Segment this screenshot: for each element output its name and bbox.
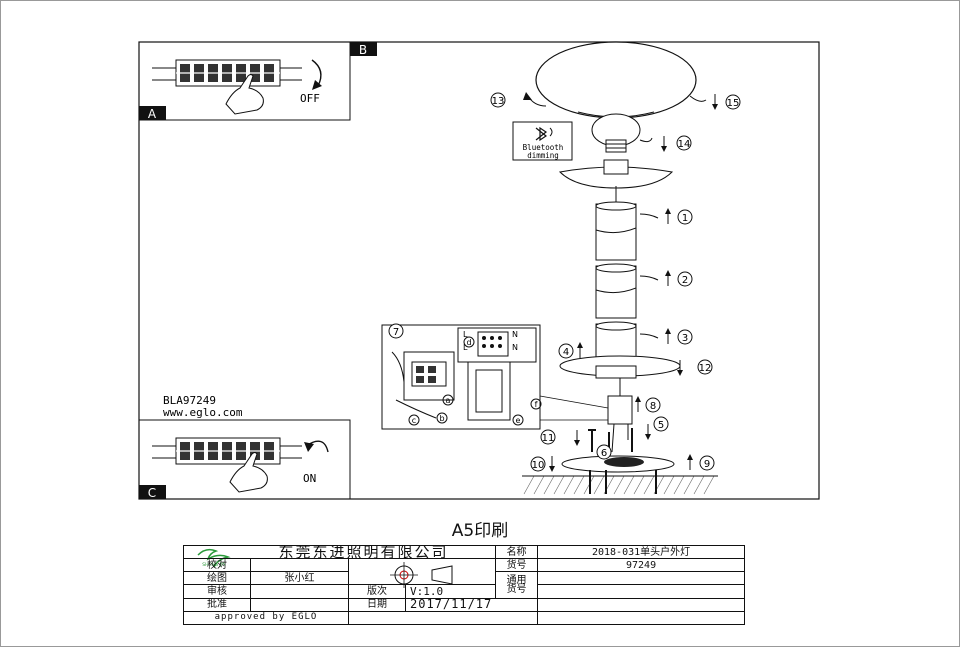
- rotate-arrow-icon: [311, 59, 322, 87]
- callout-9: 9: [699, 455, 715, 471]
- part-number: 97249: [537, 558, 746, 573]
- pole-segment-2: [595, 263, 637, 319]
- title-block: 东莞东进照明有限公司 名称 2018-031单头户外灯 校对 货号 97249 …: [182, 544, 746, 626]
- inset-letter-c: c: [412, 416, 416, 425]
- review-label: 审核: [183, 584, 251, 599]
- callout-15: 15: [725, 94, 741, 110]
- circuit-breaker-row-c: [175, 437, 281, 465]
- callout-13: 13: [490, 92, 506, 108]
- inset-letter-L2: L: [463, 343, 468, 352]
- panel-a: A OFF: [138, 41, 351, 121]
- hand-icon: [229, 452, 268, 493]
- callout-2: 2: [677, 271, 693, 287]
- website-text: www.eglo.com: [163, 406, 243, 419]
- print-size-title: A5印刷: [451, 521, 509, 541]
- panel-c-label: C: [148, 486, 156, 500]
- callout-1: 1: [677, 209, 693, 225]
- callout-8: 8: [645, 397, 661, 413]
- callout-3: 3: [677, 329, 693, 345]
- circuit-breaker-row-a: [175, 59, 281, 87]
- pole-segment-1: [595, 201, 637, 261]
- drawing-label: 绘图: [183, 571, 251, 586]
- callout-14: 14: [676, 135, 692, 151]
- rotate-arrow-icon: [527, 95, 547, 107]
- rotate-arrow-icon: [689, 95, 707, 102]
- anchor-bolts: [589, 470, 657, 494]
- svg-text:15: 15: [727, 98, 740, 109]
- svg-text:8: 8: [650, 401, 656, 412]
- globe-shade: [535, 41, 697, 119]
- svg-text:6: 6: [601, 448, 607, 459]
- svg-text:13: 13: [492, 96, 505, 107]
- company-name: 东莞东进照明有限公司: [182, 544, 497, 560]
- inset-letter-f: f: [535, 400, 538, 409]
- hand-icon: [225, 74, 264, 115]
- lamp-holder-plate: [558, 159, 674, 204]
- panel-a-label: A: [148, 107, 157, 121]
- inset-letter-a: a: [446, 396, 451, 405]
- model-code: BLA97249: [163, 394, 216, 407]
- bluetooth-dimming-box: Bluetooth dimming: [512, 121, 573, 161]
- panel-c: C ON: [138, 419, 351, 500]
- panel-b-label: B: [359, 43, 367, 57]
- callout-11: 11: [540, 429, 556, 445]
- version-value: V:1.0: [404, 584, 497, 599]
- drawer-name: 张小红: [250, 571, 349, 586]
- name-label: 名称: [495, 544, 539, 560]
- dimming-label: dimming: [527, 151, 559, 160]
- callout-6: 6: [596, 444, 612, 460]
- ground-hatch: [522, 474, 718, 496]
- rotate-arrow-icon: [639, 137, 653, 143]
- callout-12: 12: [697, 359, 713, 375]
- date-value: 2017/11/17: [404, 597, 539, 612]
- approved-by: approved by EGLO: [183, 610, 349, 626]
- svg-text:7: 7: [393, 327, 399, 338]
- bluetooth-label: Bluetooth: [523, 143, 564, 152]
- part-label: 货号: [495, 558, 539, 573]
- svg-text:2: 2: [682, 275, 688, 286]
- wiring-inset: [381, 324, 609, 430]
- inset-letter-N: N: [512, 330, 518, 339]
- base-plate: [559, 355, 681, 379]
- svg-text:1: 1: [682, 213, 688, 224]
- check-label: 校对: [183, 558, 251, 573]
- svg-text:10: 10: [532, 460, 545, 471]
- inset-letter-d: d: [466, 338, 471, 347]
- general-label: 通用: [506, 574, 527, 586]
- drawing-frame: [138, 41, 820, 500]
- date-label: 日期: [348, 597, 406, 612]
- bluetooth-icon: [535, 126, 548, 142]
- inset-letter-L: L: [463, 330, 468, 339]
- svg-text:4: 4: [563, 347, 569, 358]
- callout-10: 10: [530, 456, 546, 472]
- product-name: 2018-031单头户外灯: [537, 544, 746, 560]
- callout-5: 5: [653, 416, 669, 432]
- svg-text:5: 5: [658, 420, 664, 431]
- svg-text:12: 12: [699, 363, 712, 374]
- version-label: 版次: [348, 584, 406, 599]
- approve-label: 批准: [183, 597, 251, 612]
- callout-4: 4: [558, 343, 574, 359]
- svg-text:14: 14: [678, 139, 691, 150]
- off-label: OFF: [300, 92, 320, 105]
- svg-text:3: 3: [682, 333, 688, 344]
- cable-connector: [607, 378, 633, 453]
- inset-letter-e: e: [516, 416, 521, 425]
- inset-letter-b: b: [439, 414, 444, 423]
- on-label: ON: [303, 472, 316, 485]
- led-bulb: [591, 113, 641, 153]
- inset-letter-N2: N: [512, 343, 518, 352]
- svg-text:9: 9: [704, 459, 710, 470]
- callout-7: 7: [388, 323, 404, 339]
- general-part-label: 货号: [506, 583, 527, 595]
- svg-text:11: 11: [542, 433, 555, 444]
- panel-b-tag: [350, 42, 377, 56]
- mounting-plate: [561, 455, 675, 473]
